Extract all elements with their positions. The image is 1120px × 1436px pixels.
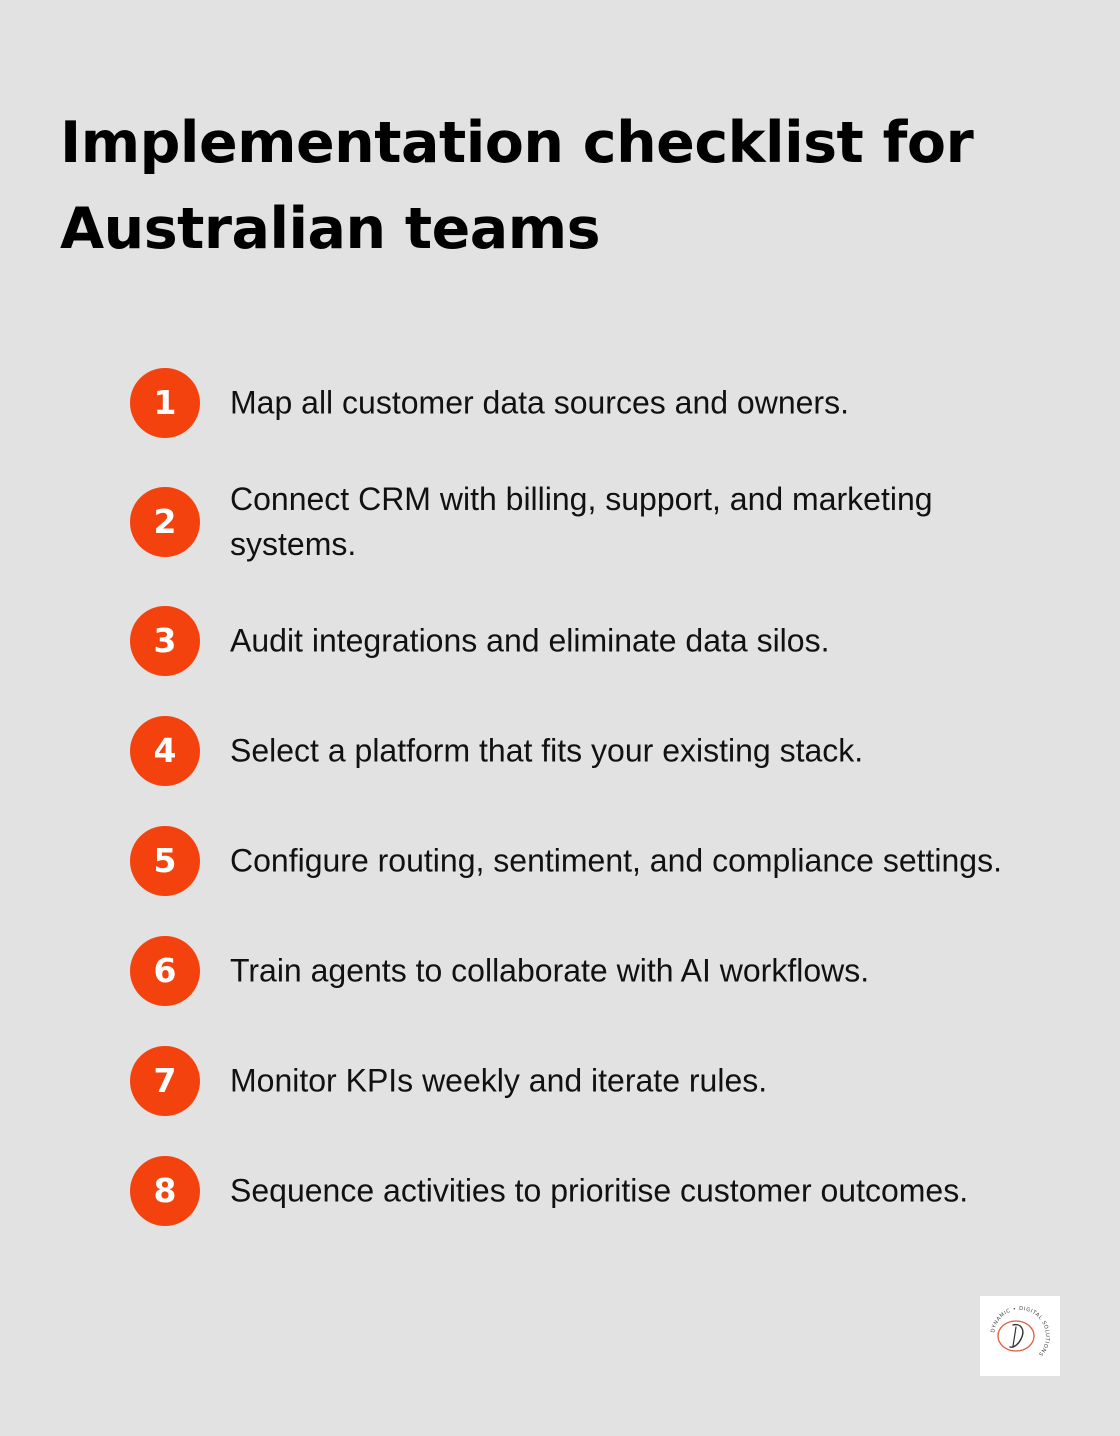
step-number-badge: 5 <box>130 826 200 896</box>
checklist-item-5: 5 Configure routing, sentiment, and comp… <box>130 826 1070 896</box>
checklist-item-6: 6 Train agents to collaborate with AI wo… <box>130 936 1070 1006</box>
step-number-badge: 4 <box>130 716 200 786</box>
checklist-item-1: 1 Map all customer data sources and owne… <box>130 368 1070 438</box>
step-number-badge: 2 <box>130 487 200 557</box>
step-number-badge: 1 <box>130 368 200 438</box>
step-number-badge: 3 <box>130 606 200 676</box>
dynamic-digital-solutions-logo-icon: DYNAMIC • DIGITAL SOLUTIONS <box>990 1306 1049 1357</box>
checklist-item-text: Train agents to collaborate with AI work… <box>230 952 870 989</box>
checklist-item-2: 2 Connect CRM with billing, support, and… <box>130 481 1070 562</box>
checklist-item-text: Select a platform that fits your existin… <box>230 732 864 769</box>
checklist-item-text: Connect CRM with billing, support, and m… <box>230 481 933 562</box>
company-logo: DYNAMIC • DIGITAL SOLUTIONS <box>980 1296 1060 1376</box>
checklist-item-4: 4 Select a platform that fits your exist… <box>130 716 1070 786</box>
checklist-item-text: Map all customer data sources and owners… <box>230 384 849 421</box>
checklist-item-text: Configure routing, sentiment, and compli… <box>230 842 1002 879</box>
checklist-item-7: 7 Monitor KPIs weekly and iterate rules. <box>130 1046 1070 1116</box>
checklist-item-8: 8 Sequence activities to prioritise cust… <box>130 1156 1070 1226</box>
checklist-item-text: Monitor KPIs weekly and iterate rules. <box>230 1062 768 1099</box>
step-number-badge: 6 <box>130 936 200 1006</box>
step-number-badge: 7 <box>130 1046 200 1116</box>
page-title: Implementation checklist for Australian … <box>60 110 974 262</box>
step-number-badge: 8 <box>130 1156 200 1226</box>
checklist-item-3: 3 Audit integrations and eliminate data … <box>130 606 1070 676</box>
checklist-item-text: Sequence activities to prioritise custom… <box>230 1172 969 1209</box>
checklist-item-text: Audit integrations and eliminate data si… <box>230 622 830 659</box>
